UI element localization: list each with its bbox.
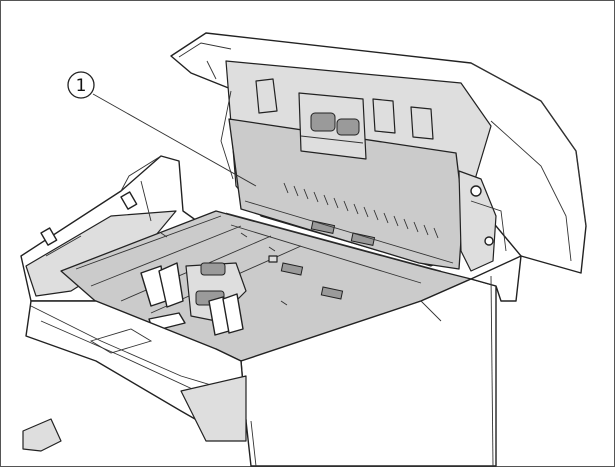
callout-1: 1	[67, 71, 257, 187]
callout-1-number: 1	[76, 76, 87, 96]
lid-pin-row	[283, 182, 439, 239]
lid-hinge	[458, 170, 507, 272]
callout-1-circle	[67, 71, 95, 99]
leader-line-right	[490, 275, 494, 467]
callout-1-leader	[92, 93, 257, 187]
scanner-body	[22, 255, 522, 467]
lid-inner-panel	[228, 78, 464, 270]
